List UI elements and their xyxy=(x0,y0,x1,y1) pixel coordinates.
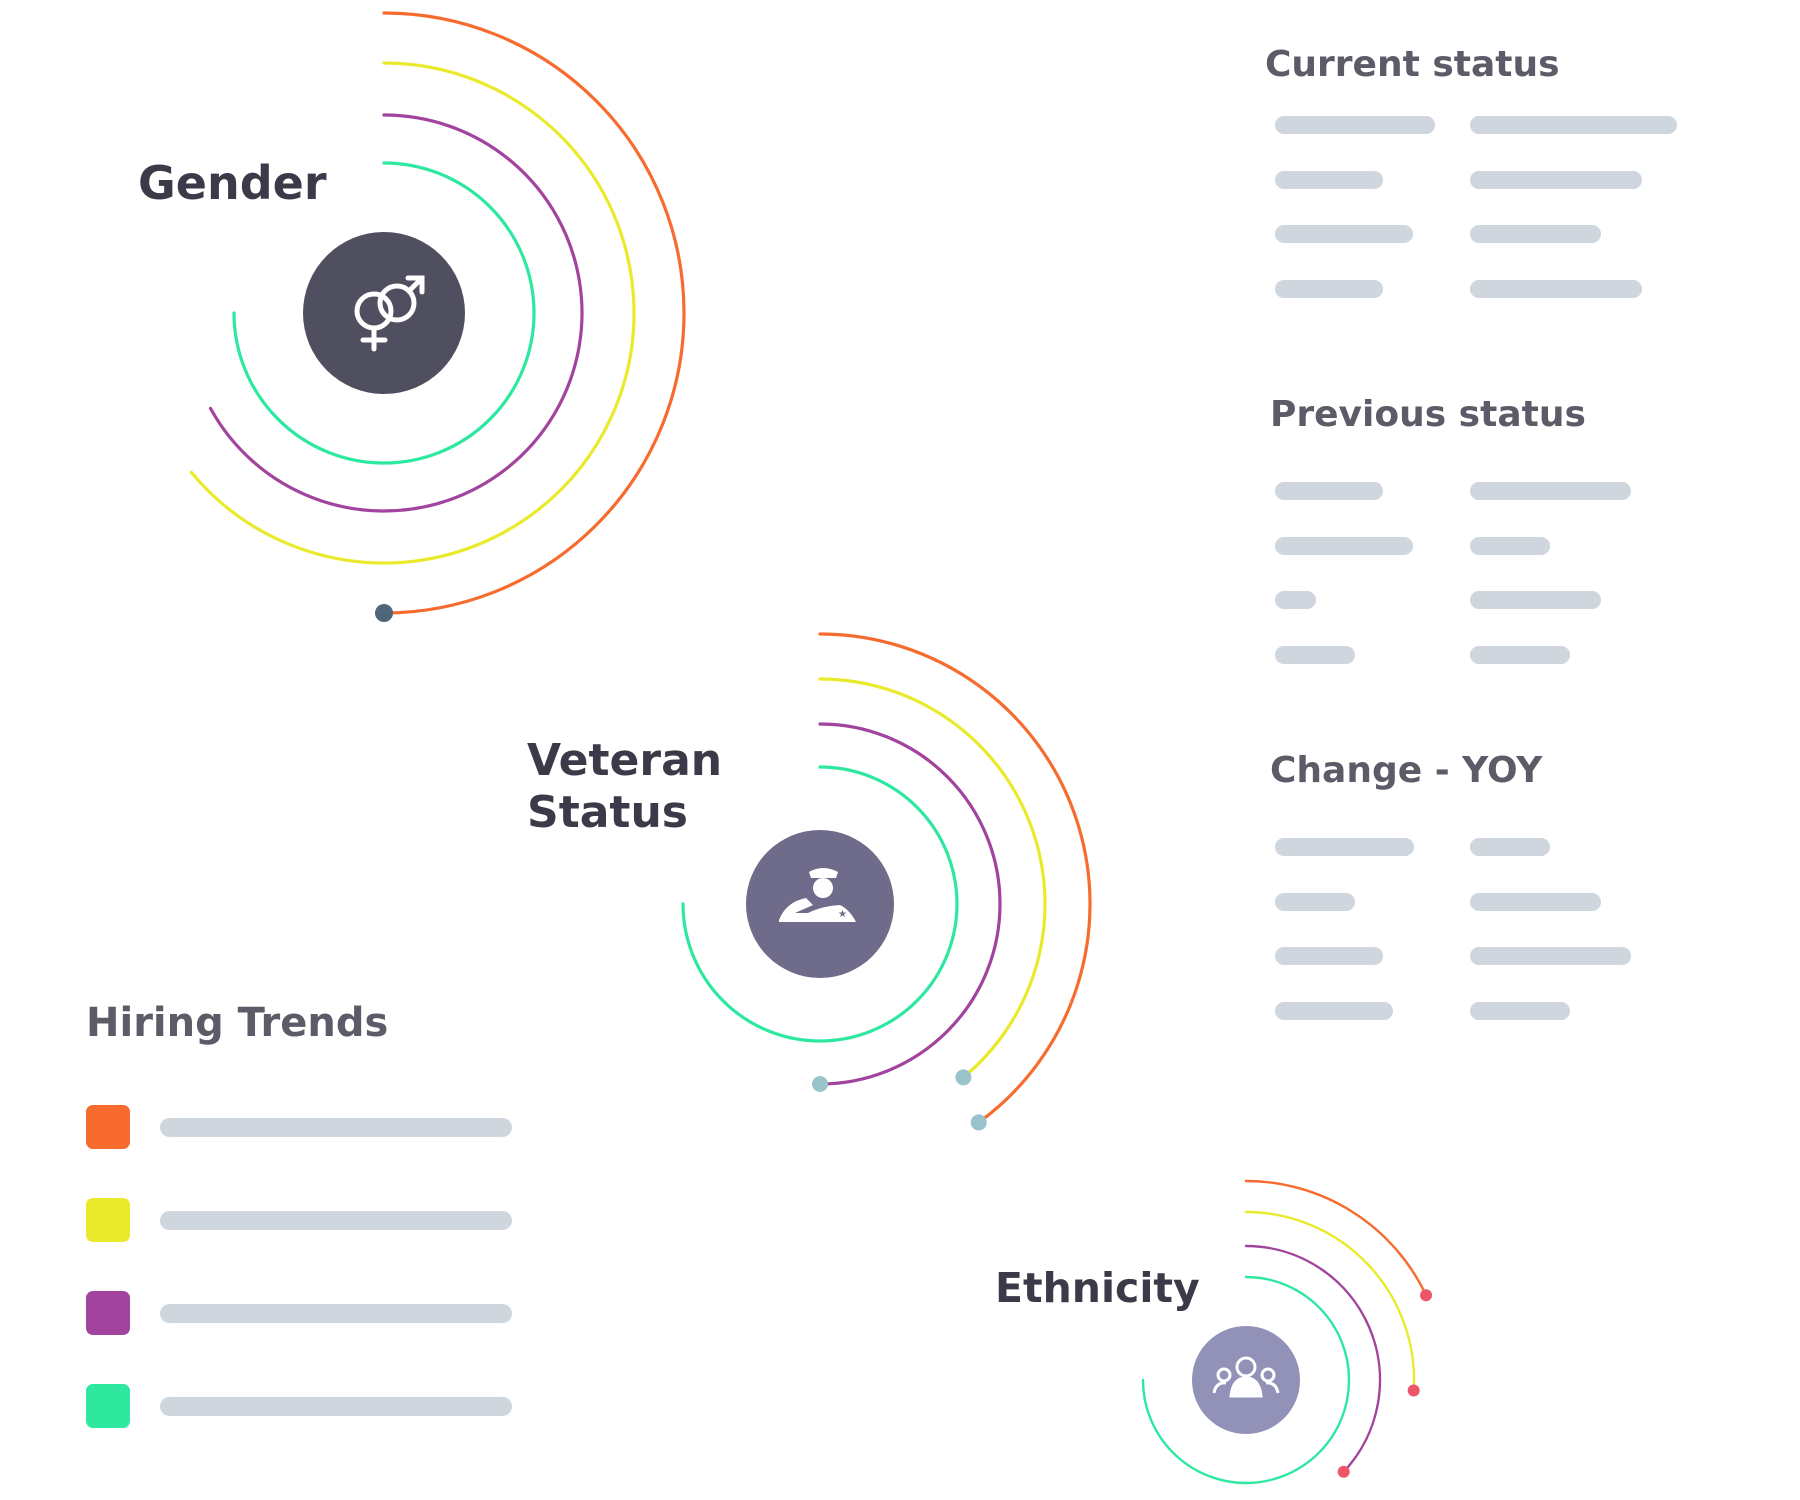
arc-yellow xyxy=(818,677,1047,1079)
placeholder-bar xyxy=(1470,591,1601,609)
change-yoy-title: Change - YOY xyxy=(1270,750,1543,791)
placeholder-bar xyxy=(1470,279,1642,298)
placeholder-bar xyxy=(1470,1001,1570,1020)
previous-status-title: Previous status xyxy=(1270,394,1586,435)
hiring-trends-legend: Hiring Trends xyxy=(86,1000,526,1428)
placeholder-bar xyxy=(1470,645,1570,664)
placeholder-bar xyxy=(1275,591,1316,609)
placeholder-bar xyxy=(1470,838,1550,856)
arc-orange xyxy=(382,11,686,615)
placeholder-bar xyxy=(1275,1001,1393,1020)
arc-end-dot-yellow xyxy=(1407,1384,1420,1397)
status-row xyxy=(1270,536,1690,592)
status-row xyxy=(1270,947,1690,1002)
arc-end-dot-orange xyxy=(970,1114,987,1131)
status-row xyxy=(1270,838,1690,893)
gender-chart xyxy=(189,11,686,622)
arc-orange xyxy=(1244,1179,1428,1297)
placeholder-bar xyxy=(1275,116,1435,134)
placeholder-bar xyxy=(1470,225,1601,243)
group-people-icon xyxy=(1212,1356,1280,1398)
veteran-status-chart-title: Veteran Status xyxy=(527,735,723,838)
legend-item xyxy=(86,1291,526,1384)
placeholder-bar xyxy=(1275,225,1413,243)
previous-status-panel: Previous status xyxy=(1265,394,1725,664)
current-status-panel: Current status xyxy=(1265,44,1725,298)
arc-purple xyxy=(1244,1244,1382,1473)
placeholder-bar xyxy=(1275,892,1355,911)
placeholder-bar xyxy=(1275,170,1383,189)
placeholder-bar xyxy=(1275,536,1413,555)
placeholder-bar xyxy=(160,1304,512,1323)
hiring-trends-title: Hiring Trends xyxy=(86,1000,389,1046)
veteran-status-chart: ★ xyxy=(681,632,1092,1131)
placeholder-bar xyxy=(1275,838,1414,856)
ethnicity-chart xyxy=(1141,1179,1433,1485)
ethnicity-chart-title: Ethnicity xyxy=(995,1264,1200,1312)
legend-swatch xyxy=(86,1105,130,1149)
arc-purple xyxy=(818,722,1002,1086)
current-status-rows xyxy=(1270,116,1690,334)
status-row xyxy=(1270,116,1690,171)
placeholder-bar xyxy=(1275,279,1383,298)
placeholder-bar xyxy=(160,1211,512,1230)
arc-green xyxy=(681,765,959,1043)
placeholder-bar xyxy=(1470,947,1631,965)
arc-end-dot-orange xyxy=(375,604,393,622)
gender-symbol-icon xyxy=(354,275,425,352)
hiring-trends-list xyxy=(86,1105,526,1477)
arc-purple xyxy=(208,113,584,513)
placeholder-bar xyxy=(1470,536,1550,555)
arc-end-dot-orange xyxy=(1420,1289,1433,1302)
saluting-soldier-icon xyxy=(779,868,856,922)
status-row xyxy=(1270,225,1690,280)
placeholder-bar xyxy=(1275,482,1383,500)
legend-swatch xyxy=(86,1291,130,1335)
placeholder-bar xyxy=(160,1397,512,1416)
placeholder-bar xyxy=(160,1118,512,1137)
arc-end-dot-yellow xyxy=(955,1069,972,1086)
arc-orange xyxy=(818,632,1092,1125)
change-yoy-panel: Change - YOY xyxy=(1265,750,1725,1020)
placeholder-bar xyxy=(1470,116,1677,134)
placeholder-bar xyxy=(1275,947,1383,965)
gender-arcs xyxy=(189,11,686,622)
legend-item xyxy=(86,1105,526,1198)
veteran-status-arcs xyxy=(681,632,1092,1131)
arc-end-dot-purple xyxy=(1337,1465,1350,1478)
placeholder-bar xyxy=(1470,892,1601,911)
arc-end-dot-purple xyxy=(812,1076,828,1092)
arc-yellow xyxy=(189,61,636,565)
legend-item xyxy=(86,1384,526,1477)
status-row xyxy=(1270,892,1690,948)
legend-swatch xyxy=(86,1198,130,1242)
status-row xyxy=(1270,591,1690,646)
legend-item xyxy=(86,1198,526,1291)
status-row xyxy=(1270,645,1690,701)
veteran-icon-background xyxy=(746,830,894,978)
placeholder-bar xyxy=(1470,482,1631,500)
ethnicity-arcs xyxy=(1141,1179,1433,1485)
placeholder-bar xyxy=(1470,170,1642,189)
placeholder-bar xyxy=(1275,645,1355,664)
current-status-title: Current status xyxy=(1265,44,1560,85)
legend-swatch xyxy=(86,1384,130,1428)
status-row xyxy=(1270,170,1690,226)
star-badge-icon: ★ xyxy=(838,909,847,920)
change-yoy-rows xyxy=(1270,838,1690,1056)
arc-yellow xyxy=(1244,1210,1416,1392)
gender-chart-title: Gender xyxy=(138,156,327,210)
previous-status-rows xyxy=(1270,482,1690,700)
status-row xyxy=(1270,1001,1690,1057)
arc-green xyxy=(232,161,536,465)
status-row xyxy=(1270,482,1690,537)
arc-green xyxy=(1141,1275,1351,1485)
status-row xyxy=(1270,279,1690,335)
